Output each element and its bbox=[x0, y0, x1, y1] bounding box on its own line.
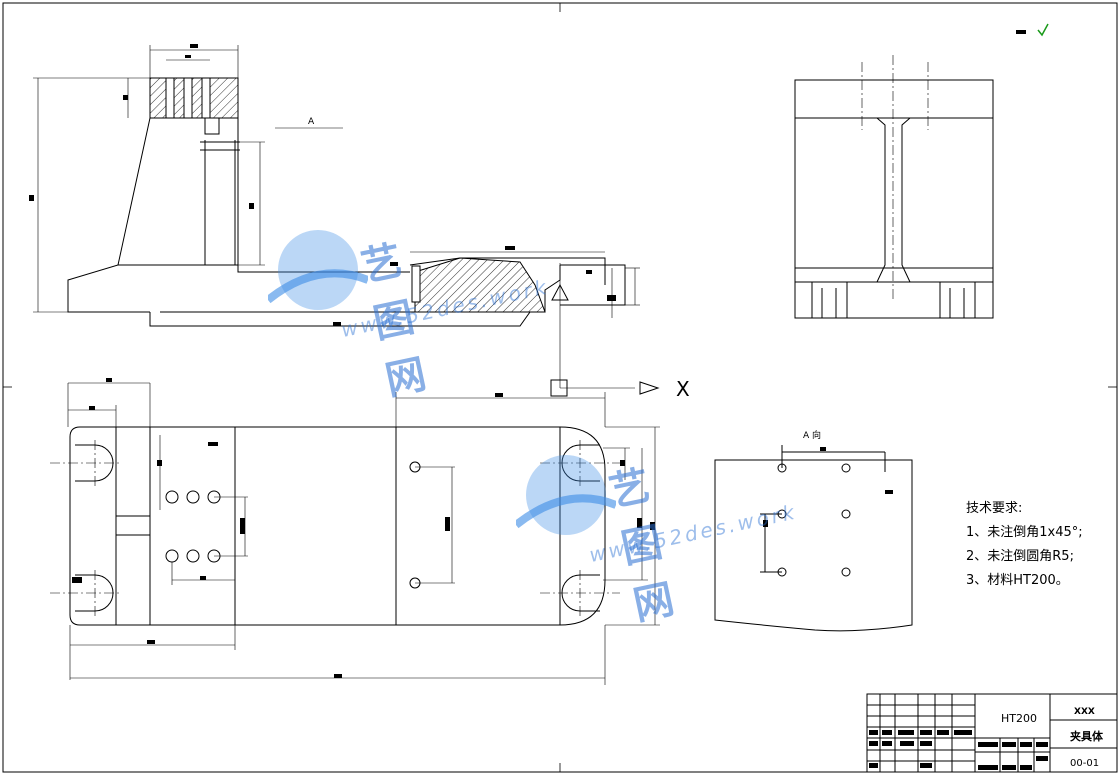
axis-label: X bbox=[676, 377, 690, 401]
frame-center-marks bbox=[3, 3, 1117, 772]
plan-centerlines bbox=[50, 440, 620, 616]
hatched-top bbox=[149, 77, 239, 119]
bore-1 bbox=[165, 77, 175, 119]
plan-dims bbox=[67, 382, 660, 685]
tech-heading: 技术要求: bbox=[966, 501, 1023, 516]
drawing-number: 00-01 bbox=[1070, 758, 1099, 769]
front-dim-values bbox=[29, 44, 616, 326]
screw-hole bbox=[411, 265, 421, 303]
mark-box bbox=[1016, 30, 1026, 34]
tech-item-3: 3、材料HT200。 bbox=[966, 573, 1069, 588]
direction-arrow bbox=[551, 283, 569, 301]
plan-view bbox=[69, 426, 606, 626]
axis-origin bbox=[550, 379, 568, 397]
bore-2 bbox=[183, 77, 193, 119]
front-dims bbox=[33, 45, 640, 389]
title-block bbox=[866, 693, 1118, 773]
side-view bbox=[794, 79, 994, 319]
view-a bbox=[714, 445, 913, 632]
tech-item-2: 2、未注倒圆角R5; bbox=[966, 549, 1074, 564]
tech-requirements: 技术要求: 1、未注倒角1x45°; 2、未注倒圆角R5; 3、材料HT200。 bbox=[966, 497, 1083, 593]
axis-arrow bbox=[639, 381, 660, 395]
title-block-cells bbox=[869, 730, 1048, 770]
check-icon bbox=[1037, 23, 1049, 37]
part-name: 夹具体 bbox=[1070, 729, 1104, 743]
hatched-section bbox=[414, 257, 546, 313]
side-centerlines bbox=[861, 55, 929, 300]
bore-3 bbox=[201, 77, 211, 119]
view-a-label: A 向 bbox=[803, 429, 821, 441]
material-text: HT200 bbox=[1001, 712, 1037, 725]
view-a-dim-values bbox=[763, 447, 893, 527]
code-text: XXX bbox=[1074, 707, 1095, 717]
section-label: A bbox=[308, 117, 315, 127]
plan-dim-values bbox=[72, 378, 655, 678]
tech-item-1: 1、未注倒角1x45°; bbox=[966, 525, 1083, 540]
